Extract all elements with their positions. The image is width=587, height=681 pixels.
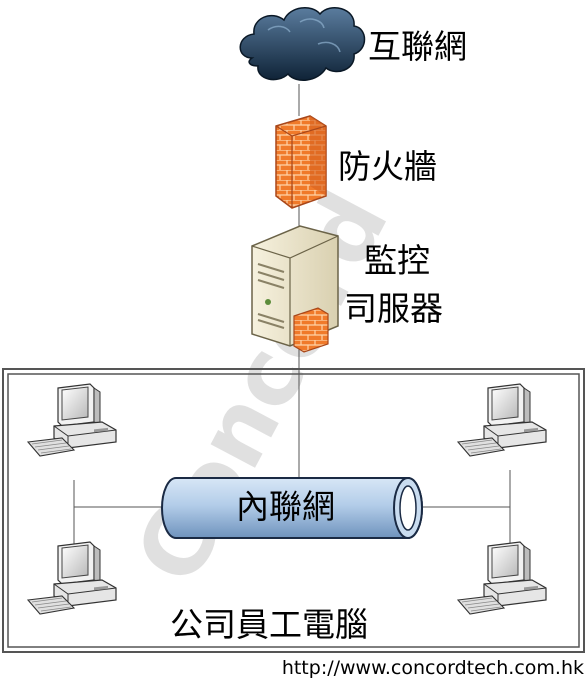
desktop-computer-icon	[27, 383, 117, 457]
server-label-line2: 司服器	[344, 289, 443, 328]
pipe-cylinder-icon	[161, 477, 423, 539]
brick-wall-icon	[275, 115, 327, 209]
internet-label: 互聯網	[368, 27, 467, 66]
connection-lines	[73, 84, 511, 548]
desktop-computer-icon	[27, 541, 117, 615]
firewall-label: 防火牆	[338, 147, 437, 186]
cloud-icon	[239, 7, 366, 81]
server-tower-icon	[251, 225, 339, 353]
desktop-computer-icon	[457, 541, 547, 615]
server-label-line1: 監控	[364, 241, 430, 280]
employees-label: 公司員工電腦	[170, 605, 368, 644]
footer-url: http://www.concordtech.com.hk	[282, 657, 584, 679]
desktop-computer-icon	[457, 383, 547, 457]
intranet-label: 內聯網	[236, 487, 335, 526]
employee-network-frame	[2, 368, 585, 653]
